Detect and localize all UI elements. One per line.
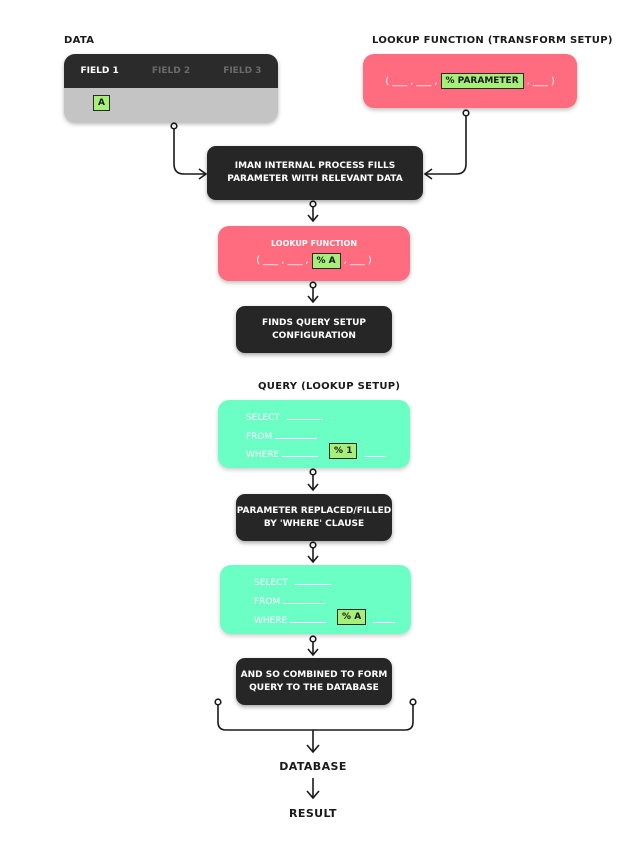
query-filled-where-tail bbox=[373, 614, 396, 623]
lookup-param-chip: % A bbox=[311, 252, 341, 269]
transform-param-chip: % PARAMETER bbox=[440, 73, 524, 89]
query-setup-from-row: FROM bbox=[246, 430, 318, 442]
connector-param-to-filled bbox=[307, 541, 319, 564]
result-label: RESULT bbox=[289, 807, 337, 820]
connector-database-to-result bbox=[306, 778, 320, 800]
lookup-function-box: LOOKUP FUNCTION ( ___ , ___ , % A , ___ … bbox=[218, 226, 410, 281]
lookup-open-paren: ( bbox=[256, 255, 261, 266]
transform-comma-2: , bbox=[434, 75, 438, 87]
lookup-blank-3: ___ bbox=[349, 255, 365, 266]
transform-box: ( ___ , ___ , % PARAMETER , ___ ) bbox=[363, 54, 577, 108]
query-setup-select-blank bbox=[286, 411, 323, 420]
query-filled-where-row: WHERE % A bbox=[254, 609, 396, 629]
step-find-query-line1: FINDS QUERY SETUP bbox=[262, 317, 366, 328]
query-filled-select-blank bbox=[294, 576, 331, 585]
connector-combined-bracket bbox=[214, 698, 417, 754]
connector-process-to-lookup bbox=[307, 200, 319, 223]
transform-signature: ( ___ , ___ , % PARAMETER , ___ ) bbox=[385, 73, 555, 89]
connector-data-to-process bbox=[170, 122, 208, 180]
transform-comma-3: , bbox=[526, 75, 530, 87]
transform-blank-1: ___ bbox=[392, 75, 408, 87]
data-field-header: FIELD 1 FIELD 2 FIELD 3 bbox=[64, 54, 278, 88]
query-filled-select: SELECT bbox=[254, 578, 288, 588]
query-filled-from-blank bbox=[283, 595, 326, 604]
step-internal-process: IMAN INTERNAL PROCESS FILLS PARAMETER WI… bbox=[207, 146, 423, 200]
step-internal-process-line1: IMAN INTERNAL PROCESS FILLS bbox=[234, 161, 396, 171]
transform-blank-2: ___ bbox=[416, 75, 432, 87]
step-find-query-setup: FINDS QUERY SETUP CONFIGURATION bbox=[236, 306, 392, 353]
transform-close-paren: ) bbox=[550, 75, 555, 87]
query-setup-from: FROM bbox=[246, 432, 273, 442]
query-filled-param-chip: % A bbox=[337, 609, 367, 625]
database-label: DATABASE bbox=[279, 760, 347, 773]
step-param-replaced-line1: PARAMETER REPLACED/FILLED bbox=[236, 505, 392, 516]
query-setup-where: WHERE bbox=[246, 450, 280, 460]
lookup-comma-3: , bbox=[343, 255, 347, 266]
transform-blank-3: ___ bbox=[532, 75, 548, 87]
data-field-1: FIELD 1 bbox=[80, 66, 119, 76]
step-param-replaced-line2: BY 'WHERE' CLAUSE bbox=[263, 518, 365, 529]
transform-open-paren: ( bbox=[385, 75, 390, 87]
query-filled-from: FROM bbox=[254, 597, 281, 607]
query-setup-box: SELECT FROM WHERE % 1 bbox=[218, 400, 410, 468]
query-filled-select-row: SELECT bbox=[254, 576, 331, 588]
lookup-comma-2: , bbox=[305, 255, 309, 266]
step-find-query-line2: CONFIGURATION bbox=[272, 330, 356, 341]
connector-lookup-to-find bbox=[307, 281, 319, 304]
query-setup-where-row: WHERE % 1 bbox=[246, 443, 387, 463]
lookup-function-title: LOOKUP FUNCTION bbox=[270, 238, 358, 248]
query-filled-where-blank bbox=[290, 614, 327, 623]
step-combined: AND SO COMBINED TO FORM QUERY TO THE DAT… bbox=[236, 658, 392, 705]
lookup-close-paren: ) bbox=[367, 255, 372, 266]
connector-filled-to-combined bbox=[307, 635, 319, 657]
query-setup-title: QUERY (LOOKUP SETUP) bbox=[258, 381, 401, 392]
query-filled-from-row: FROM bbox=[254, 595, 326, 607]
query-setup-from-blank bbox=[275, 430, 318, 439]
query-setup-select: SELECT bbox=[246, 413, 280, 423]
lookup-blank-1: ___ bbox=[263, 255, 279, 266]
data-card: FIELD 1 FIELD 2 FIELD 3 A bbox=[64, 54, 278, 122]
data-field-2: FIELD 2 bbox=[151, 66, 191, 76]
query-filled-box: SELECT FROM WHERE % A bbox=[220, 565, 411, 634]
data-section-title: DATA bbox=[64, 35, 95, 46]
transform-section-title: LOOKUP FUNCTION (TRANSFORM SETUP) bbox=[372, 35, 613, 46]
query-setup-param-chip: % 1 bbox=[329, 443, 358, 459]
query-setup-select-row: SELECT bbox=[246, 411, 323, 423]
step-combined-line2: QUERY TO THE DATABASE bbox=[249, 682, 379, 693]
lookup-blank-2: ___ bbox=[287, 255, 303, 266]
step-combined-line1: AND SO COMBINED TO FORM bbox=[240, 669, 388, 680]
transform-comma-1: , bbox=[410, 75, 414, 87]
lookup-comma-1: , bbox=[281, 255, 285, 266]
lookup-function-signature: ( ___ , ___ , % A , ___ ) bbox=[256, 252, 372, 269]
step-param-replaced: PARAMETER REPLACED/FILLED BY 'WHERE' CLA… bbox=[236, 494, 392, 541]
query-setup-where-tail bbox=[364, 448, 387, 457]
query-setup-where-blank bbox=[282, 448, 319, 457]
query-filled-where: WHERE bbox=[254, 616, 288, 626]
data-value-chip: A bbox=[93, 95, 110, 111]
connector-query-to-param bbox=[307, 468, 319, 492]
connector-transform-to-process bbox=[423, 109, 470, 180]
data-field-3: FIELD 3 bbox=[223, 66, 262, 76]
step-internal-process-line2: PARAMETER WITH RELEVANT DATA bbox=[227, 174, 403, 184]
